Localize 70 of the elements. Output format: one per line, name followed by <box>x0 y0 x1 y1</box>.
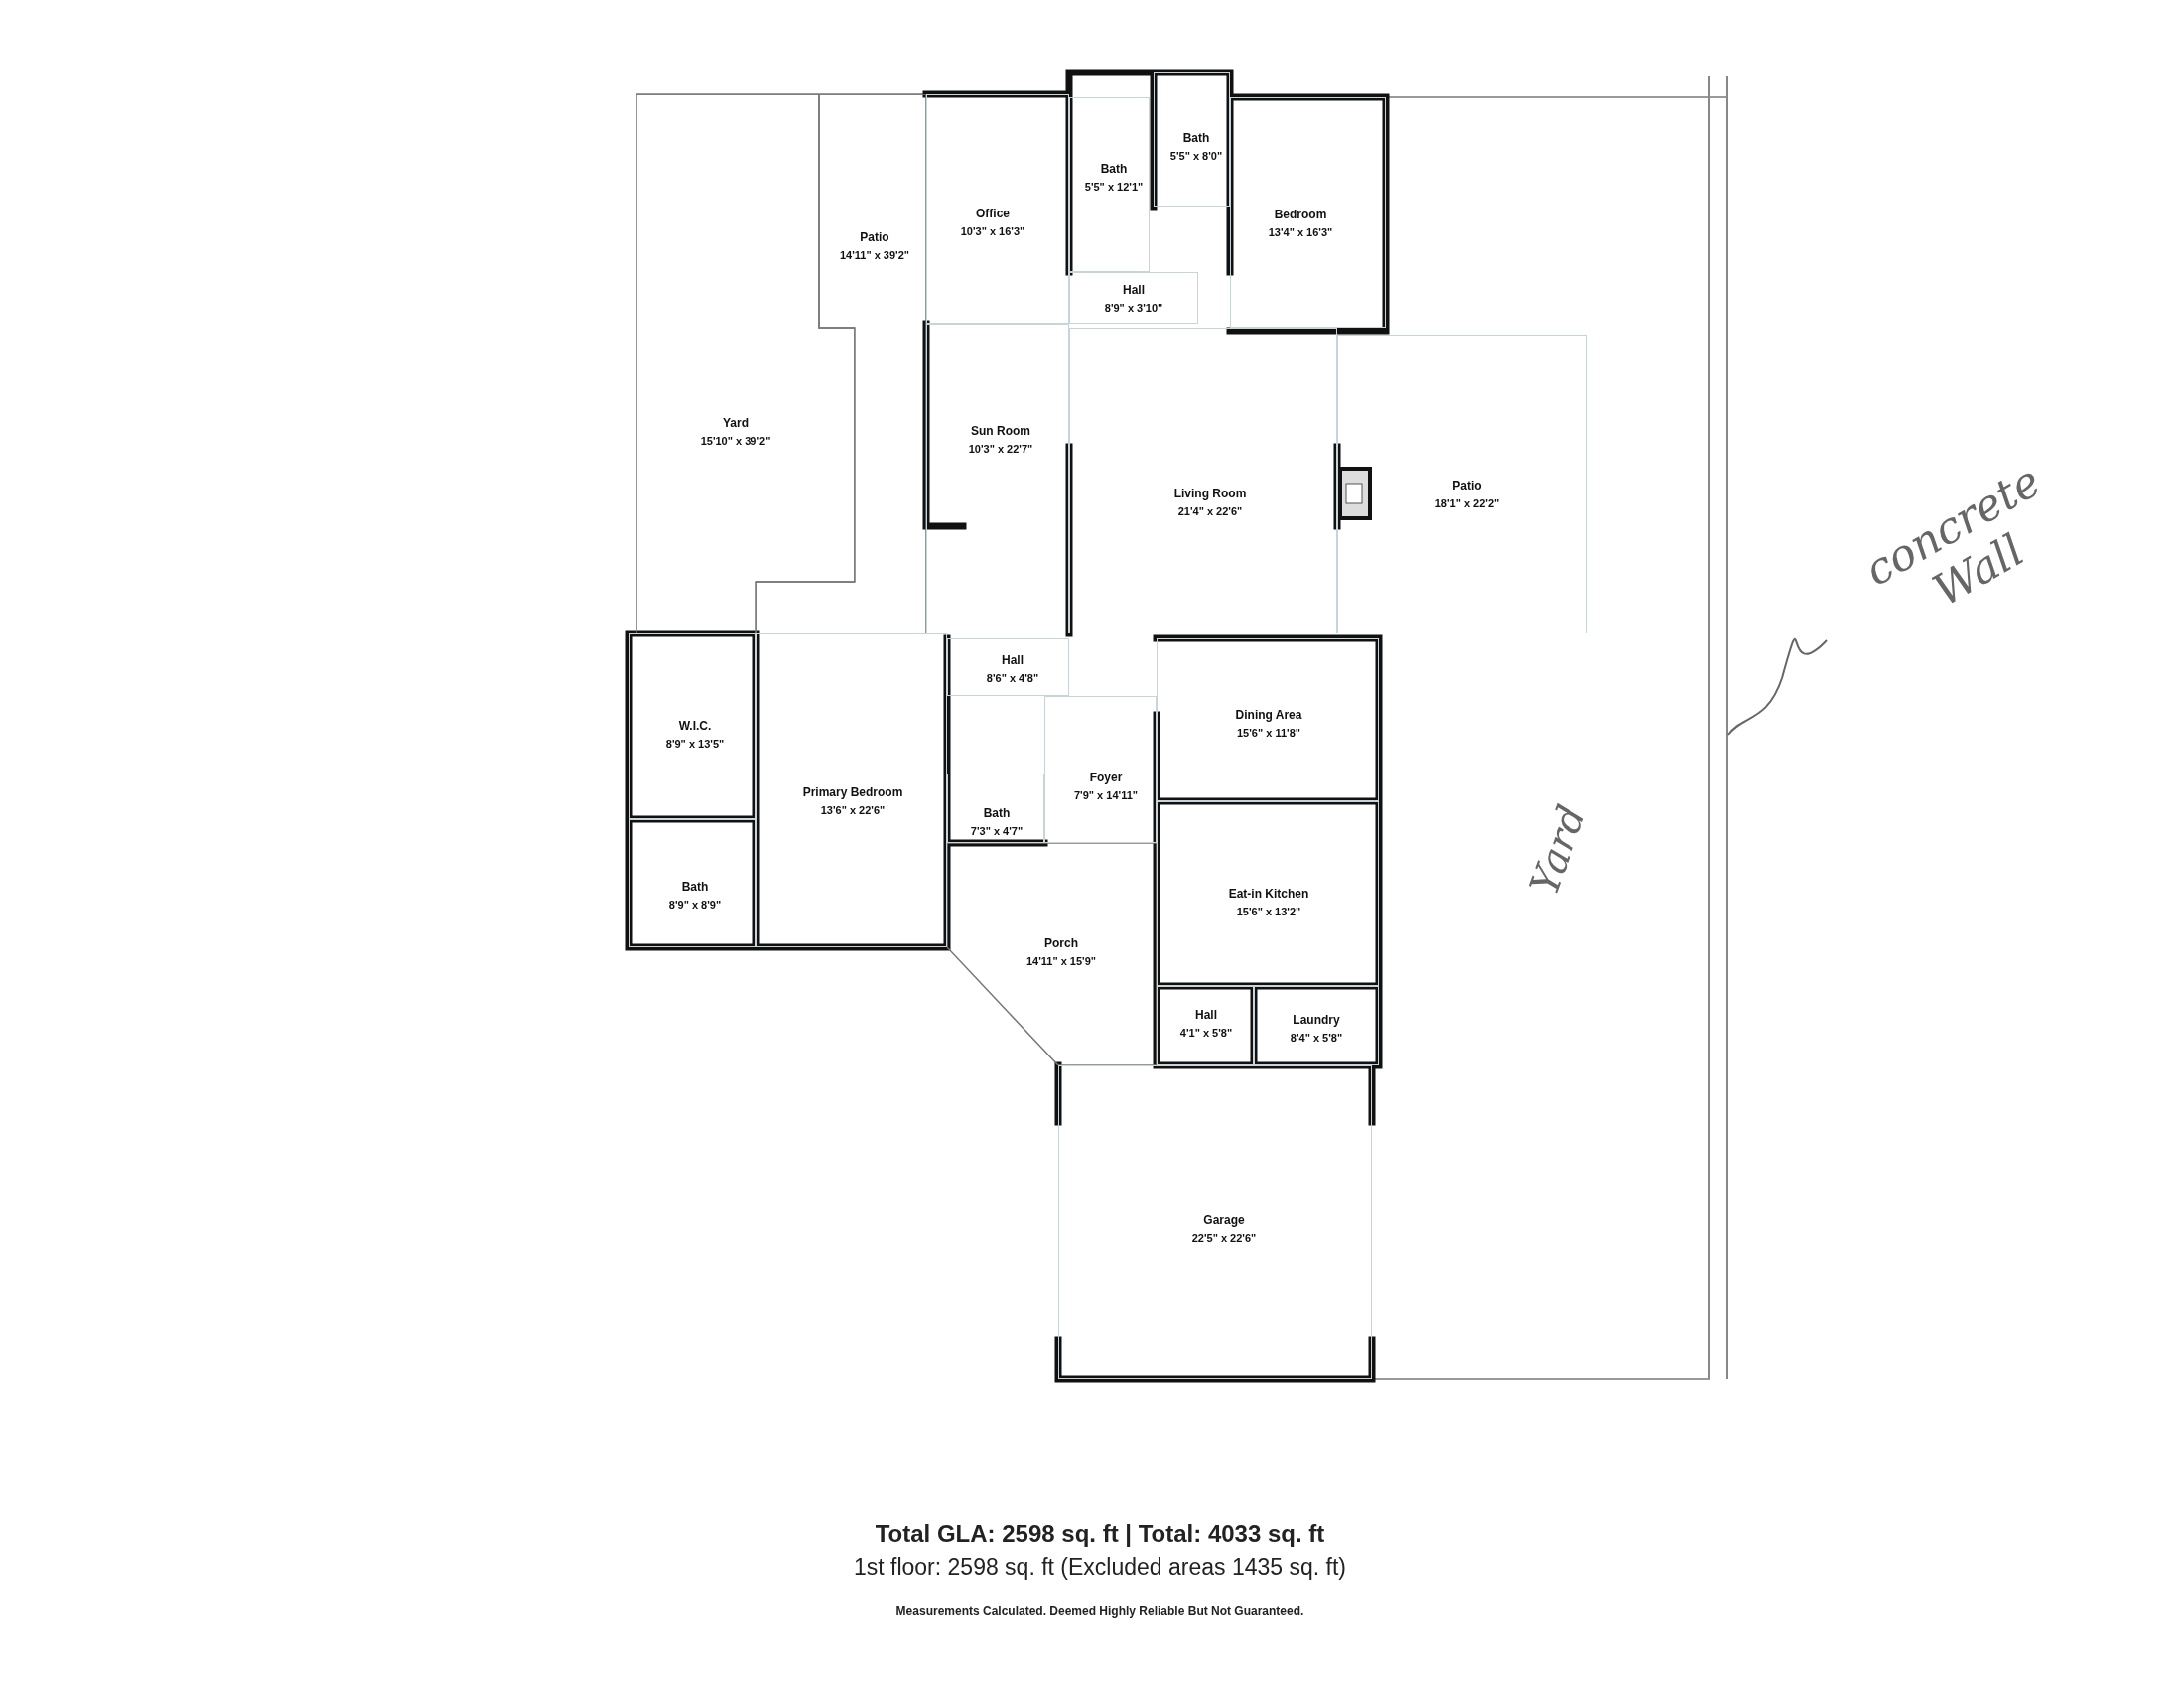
room-outline <box>756 633 947 947</box>
room-outline <box>926 94 1069 324</box>
disclaimer-text: Measurements Calculated. Deemed Highly Reliable But Not Guaranteed. <box>895 1604 1304 1618</box>
room-outline <box>947 843 1157 1065</box>
room-dimensions: 4'1" x 5'8" <box>1179 1027 1233 1039</box>
room-name: Dining Area <box>1235 708 1302 722</box>
room-dimensions: 8'9" x 3'10" <box>1104 302 1163 314</box>
room-name: Yard <box>723 416 749 430</box>
room-dimensions: 5'5" x 8'0" <box>1169 150 1223 162</box>
room-dimensions: 8'4" x 5'8" <box>1290 1032 1343 1044</box>
room-outline <box>947 638 1069 696</box>
room-outline <box>1157 801 1379 986</box>
leader-line <box>1727 637 1828 736</box>
room-name: Bedroom <box>1274 208 1327 221</box>
room-dimensions: 5'5" x 12'1" <box>1084 181 1144 193</box>
room-dimensions: 15'6" x 13'2" <box>1236 906 1301 917</box>
room-outline <box>1254 986 1379 1065</box>
room-name: Patio <box>1452 479 1482 492</box>
room-name: Patio <box>860 230 889 244</box>
room-dimensions: 7'9" x 14'11" <box>1074 789 1138 801</box>
room-outline <box>1069 272 1198 324</box>
room-name: Porch <box>1044 936 1078 950</box>
total-area-text: Total GLA: 2598 sq. ft | Total: 4033 sq. ft <box>875 1520 1325 1548</box>
room-dimensions: 15'6" x 11'8" <box>1237 727 1300 739</box>
room-dimensions: 8'6" x 4'8" <box>986 672 1039 684</box>
room-dimensions: 7'3" x 4'7" <box>970 825 1024 837</box>
room-name: Hall <box>1195 1008 1217 1022</box>
room-dimensions: 22'5" x 22'6" <box>1191 1232 1257 1244</box>
room-outline <box>1058 1065 1372 1379</box>
room-dimensions: 21'4" x 22'6" <box>1177 505 1243 517</box>
room-dimensions: 13'4" x 16'3" <box>1268 226 1333 238</box>
room-outline <box>947 774 1044 843</box>
room-name: Primary Bedroom <box>802 785 903 799</box>
room-name: Laundry <box>1293 1013 1340 1027</box>
room-dimensions: 14'11" x 15'9" <box>1025 955 1097 967</box>
room-dimensions: 14'11" x 39'2" <box>839 249 910 261</box>
room-name: Bath <box>1100 162 1128 176</box>
room-name: Bath <box>983 806 1011 820</box>
room-name: Sun Room <box>971 424 1030 438</box>
room-dimensions: 18'1" x 22'2" <box>1434 497 1500 509</box>
room-name: Living Room <box>1173 487 1247 500</box>
room-outline <box>1069 328 1337 633</box>
room-outline <box>1157 638 1379 801</box>
room-name: Garage <box>1203 1213 1245 1227</box>
floor-area-text: 1st floor: 2598 sq. ft (Excluded areas 1435 sq. ft) <box>853 1553 1347 1581</box>
room-dimensions: 10'3" x 22'7" <box>968 443 1033 455</box>
room-dimensions: 8'9" x 13'5" <box>665 738 725 750</box>
room-outline <box>1230 97 1386 328</box>
room-name: Office <box>976 207 1010 220</box>
room-name: Bath <box>681 880 709 894</box>
room-dimensions: 8'9" x 8'9" <box>668 899 722 911</box>
room-name: W.I.C. <box>678 719 712 733</box>
room-name: Bath <box>1182 131 1210 145</box>
room-outline <box>926 324 1069 633</box>
room-outline <box>1069 97 1150 272</box>
room-outline <box>1044 696 1157 843</box>
room-outline <box>1337 335 1587 633</box>
room-dimensions: 13'6" x 22'6" <box>820 804 886 816</box>
room-dimensions: 15'10" x 39'2" <box>700 435 771 447</box>
room-outline <box>1157 986 1254 1065</box>
room-name: Hall <box>1002 653 1024 667</box>
room-outline <box>629 633 756 819</box>
room-name: Eat-in Kitchen <box>1228 887 1309 901</box>
room-outline <box>1154 72 1230 207</box>
room-outline <box>629 819 756 947</box>
handwritten-note: Yard <box>1520 798 1595 902</box>
wall-line <box>1708 76 1728 1379</box>
room-name: Hall <box>1123 283 1145 297</box>
room-dimensions: 10'3" x 16'3" <box>960 225 1025 237</box>
room-name: Foyer <box>1089 771 1123 784</box>
